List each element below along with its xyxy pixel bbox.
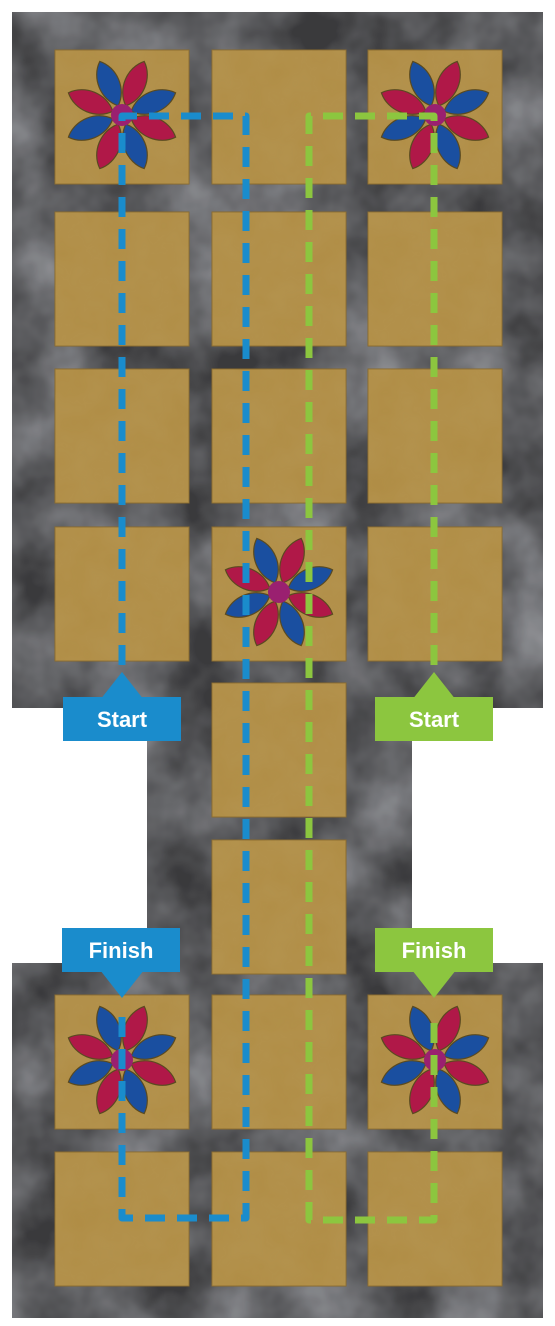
board-square-r5-c2[interactable] xyxy=(212,683,346,817)
board-square-r3-c2[interactable] xyxy=(212,369,346,503)
blue-start-label: Start xyxy=(97,707,148,732)
board-square-r6-c2[interactable] xyxy=(212,840,346,974)
board-square-r2-c2[interactable] xyxy=(212,212,346,346)
green-start-label: Start xyxy=(409,707,460,732)
board-square-r7-c2[interactable] xyxy=(212,995,346,1129)
rosette-center xyxy=(268,581,290,603)
green-finish-label: Finish xyxy=(402,938,467,963)
blue-finish-label: Finish xyxy=(89,938,154,963)
